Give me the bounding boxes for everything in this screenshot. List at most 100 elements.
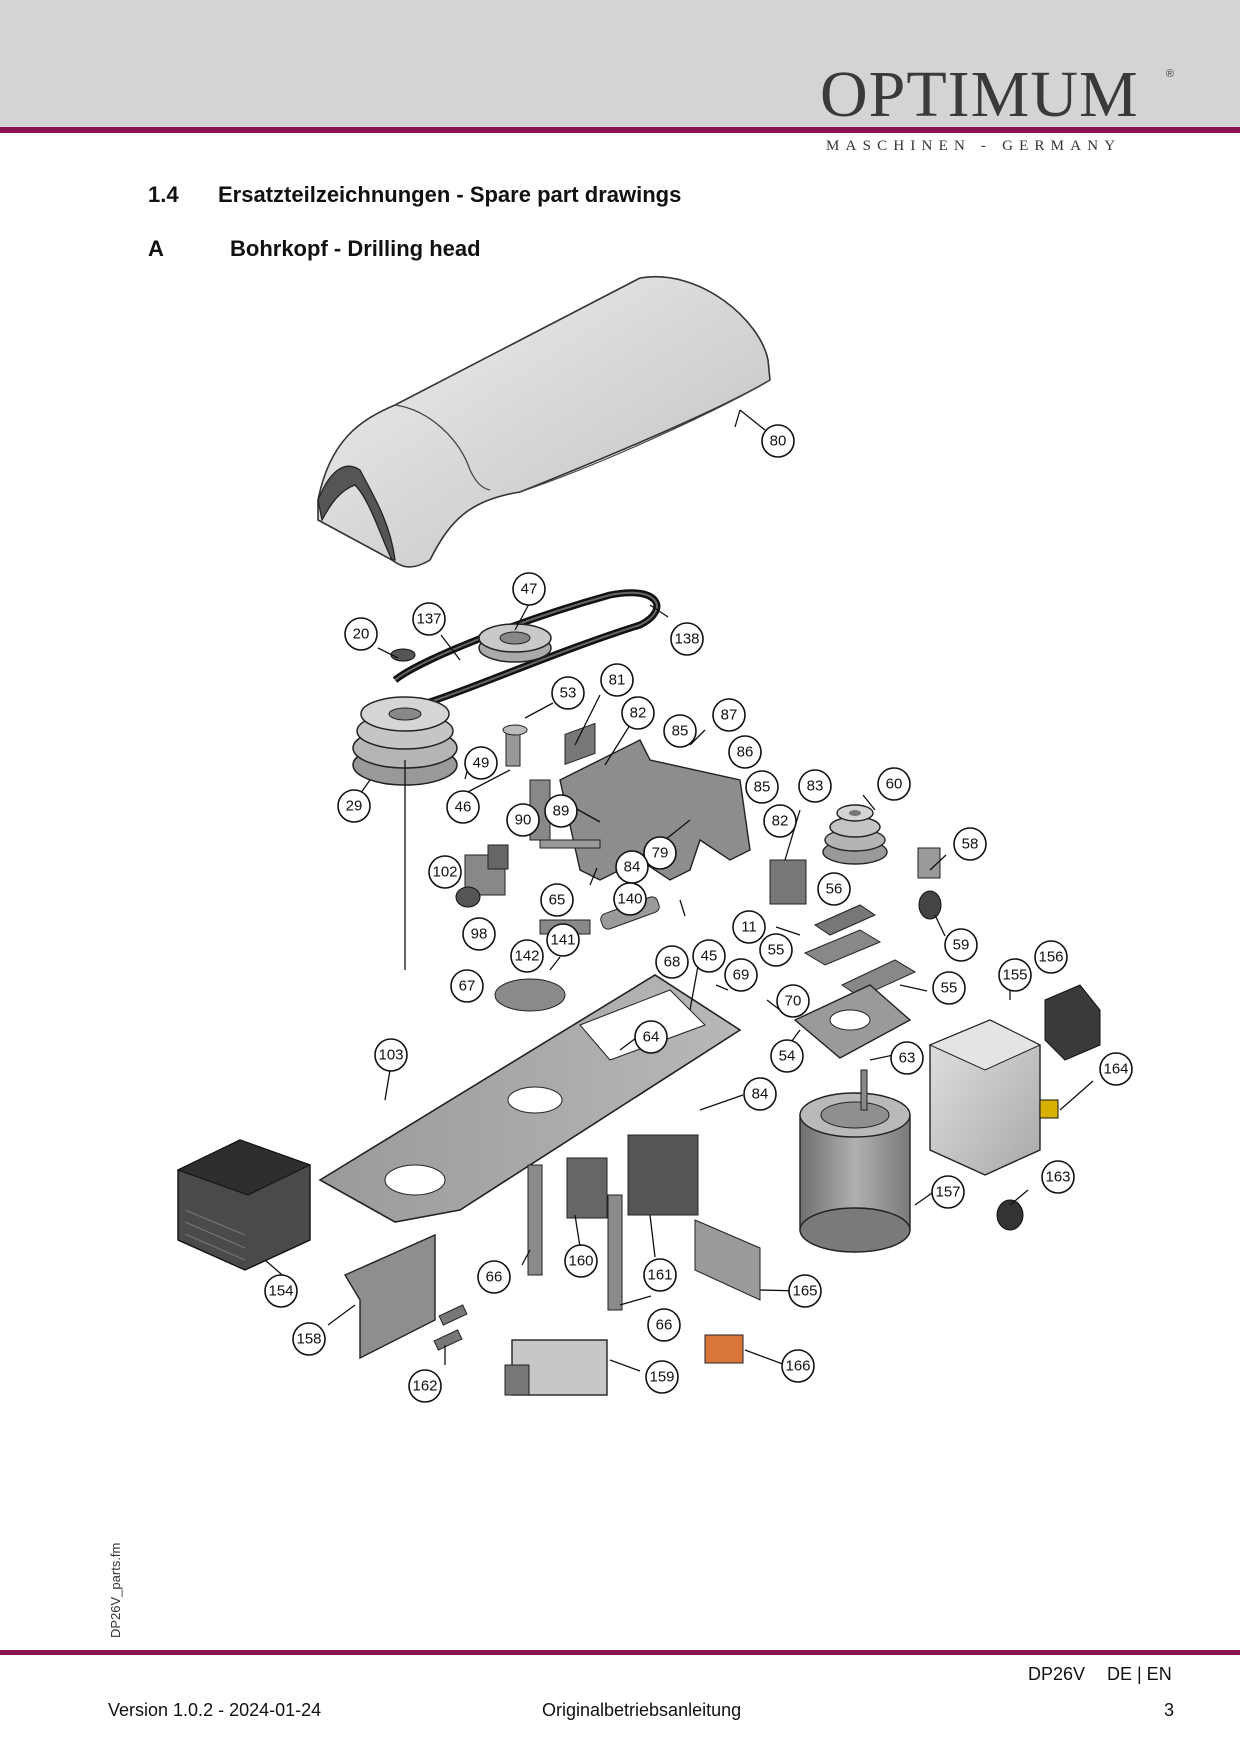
part-brackets (529, 722, 807, 935)
callout-circle (732, 910, 766, 944)
callout-circle (546, 923, 580, 957)
callout-circle (344, 617, 378, 651)
callout-circle (745, 770, 779, 804)
callout-84: 84 (743, 1077, 777, 1111)
callout-circle (1099, 1052, 1133, 1086)
callout-label: 55 (768, 942, 785, 959)
callout-87: 87 (712, 698, 746, 732)
callout-label: 45 (701, 948, 718, 965)
callout-85: 85 (663, 714, 697, 748)
callout-70: 70 (776, 984, 810, 1018)
callout-49: 49 (464, 746, 498, 780)
callout-label: 20 (353, 626, 370, 643)
logo-subtitle: MASCHINEN - GERMANY (826, 138, 1122, 154)
callout-69: 69 (724, 958, 758, 992)
callout-label: 159 (649, 1369, 674, 1386)
callout-label: 87 (721, 707, 738, 724)
callout-circle (446, 790, 480, 824)
callout-56: 56 (817, 872, 851, 906)
callout-label: 84 (624, 859, 641, 876)
callout-66: 66 (647, 1308, 681, 1342)
callout-circle (292, 1322, 326, 1356)
callout-159: 159 (645, 1360, 679, 1394)
callout-81: 81 (600, 663, 634, 697)
callout-label: 64 (643, 1029, 660, 1046)
callout-29: 29 (337, 789, 371, 823)
part-motor-pulley (822, 804, 942, 920)
callout-label: 140 (617, 891, 642, 908)
callout-circle (759, 933, 793, 967)
callout-circle (643, 836, 677, 870)
callout-141: 141 (546, 923, 580, 957)
callout-63: 63 (890, 1041, 924, 1075)
callout-label: 89 (553, 803, 570, 820)
callout-circle (953, 827, 987, 861)
callout-circle (877, 767, 911, 801)
callout-160: 160 (564, 1244, 598, 1278)
callout-98: 98 (462, 917, 496, 951)
callout-label: 56 (826, 881, 843, 898)
callout-label: 46 (455, 799, 472, 816)
callout-55: 55 (932, 971, 966, 1005)
callout-circle (337, 789, 371, 823)
callout-label: 162 (412, 1378, 437, 1395)
callout-circle (613, 882, 647, 916)
callout-label: 66 (656, 1317, 673, 1334)
callout-label: 49 (473, 755, 490, 772)
callout-label: 68 (664, 954, 681, 971)
footer-version: Version 1.0.2 - 2024-01-24 (108, 1700, 322, 1720)
callout-label: 69 (733, 967, 750, 984)
callout-circle (643, 1258, 677, 1292)
callout-label: 82 (772, 813, 789, 830)
callout-53: 53 (551, 676, 585, 710)
callout-label: 53 (560, 685, 577, 702)
part-motor (799, 1069, 911, 1253)
callout-label: 58 (962, 836, 979, 853)
callout-circle (428, 855, 462, 889)
callout-161: 161 (643, 1258, 677, 1292)
callout-156: 156 (1034, 940, 1068, 974)
callout-circle (770, 1039, 804, 1073)
callout-circle (540, 883, 574, 917)
callout-90: 90 (506, 803, 540, 837)
callout-circle (634, 1020, 668, 1054)
callout-label: 137 (416, 611, 441, 628)
callout-circle (450, 969, 484, 1003)
callout-circle (998, 958, 1032, 992)
callout-140: 140 (613, 882, 647, 916)
callout-label: 158 (296, 1331, 321, 1348)
callout-circle (621, 696, 655, 730)
callout-label: 102 (432, 864, 457, 881)
callout-circle (647, 1308, 681, 1342)
callout-label: 138 (674, 631, 699, 648)
callout-circle (788, 1274, 822, 1308)
callout-circle (712, 698, 746, 732)
callout-166: 166 (781, 1349, 815, 1383)
callout-circle (781, 1349, 815, 1383)
callout-circle (462, 917, 496, 951)
callout-label: 84 (752, 1086, 769, 1103)
footer-page-number: 3 (1164, 1700, 1175, 1720)
callout-label: 85 (672, 723, 689, 740)
callout-label: 161 (647, 1267, 672, 1284)
callout-11: 11 (732, 910, 766, 944)
callout-label: 29 (346, 798, 363, 815)
source-file-label: DP26V_parts.fm (108, 1542, 123, 1638)
callout-circle (743, 1077, 777, 1111)
callout-circle (931, 1175, 965, 1209)
part-electronics-box (176, 1139, 436, 1360)
footer-languages: DE | EN (1107, 1664, 1172, 1684)
callout-45: 45 (692, 939, 726, 973)
callout-label: 82 (630, 705, 647, 722)
part-motor-plates (793, 904, 917, 1059)
brand-logo: OPTIMUM ® (820, 62, 1180, 132)
callout-label: 81 (609, 672, 626, 689)
header-band (0, 0, 1240, 128)
callout-label: 11 (741, 919, 757, 936)
callout-label: 85 (754, 779, 771, 796)
logo-text: OPTIMUM (820, 58, 1139, 131)
callout-circle (663, 714, 697, 748)
callout-circle (655, 945, 689, 979)
callout-47: 47 (512, 572, 546, 606)
